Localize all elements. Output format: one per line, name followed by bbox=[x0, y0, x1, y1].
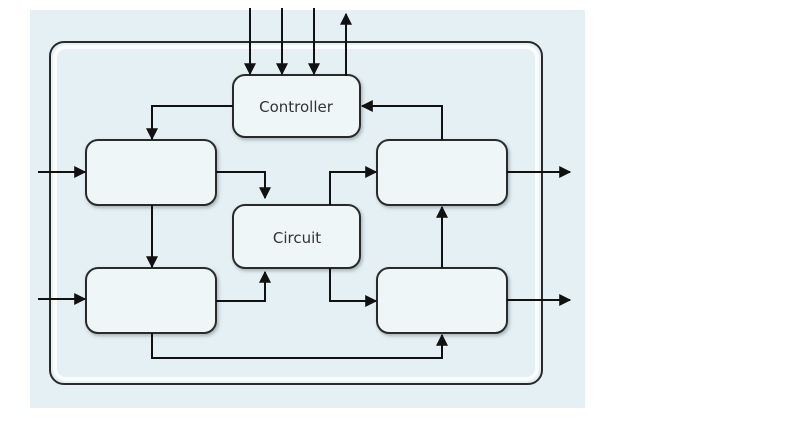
circuit-to-bottom-right-arrow bbox=[329, 268, 378, 307]
system-boundary-inner-glow bbox=[53, 45, 539, 381]
bottom-left-block bbox=[85, 267, 217, 334]
top-left-to-circuit-arrow bbox=[216, 171, 271, 200]
bottom-left-to-bottom-right-arrow bbox=[151, 333, 448, 359]
controller-to-top-left-arrow bbox=[146, 105, 233, 141]
system-boundary bbox=[49, 41, 543, 385]
top-left-block bbox=[85, 139, 217, 206]
top-right-box bbox=[376, 139, 508, 206]
bottom-right-block bbox=[376, 267, 508, 334]
circuit-to-top-right-arrow bbox=[329, 166, 378, 205]
circuit-label: Circuit bbox=[273, 229, 321, 247]
top-left-box bbox=[85, 139, 217, 206]
controller-label: Controller bbox=[259, 98, 334, 116]
bottom-left-box bbox=[85, 267, 217, 334]
top-right-block bbox=[376, 139, 508, 206]
controller-block: Controller bbox=[232, 74, 361, 138]
top-right-to-controller-arrow bbox=[360, 100, 443, 140]
circuit-box bbox=[232, 204, 361, 269]
circuit-block: Circuit bbox=[232, 204, 361, 269]
bottom-right-box bbox=[376, 267, 508, 334]
bottom-left-to-circuit-arrow bbox=[216, 270, 271, 302]
